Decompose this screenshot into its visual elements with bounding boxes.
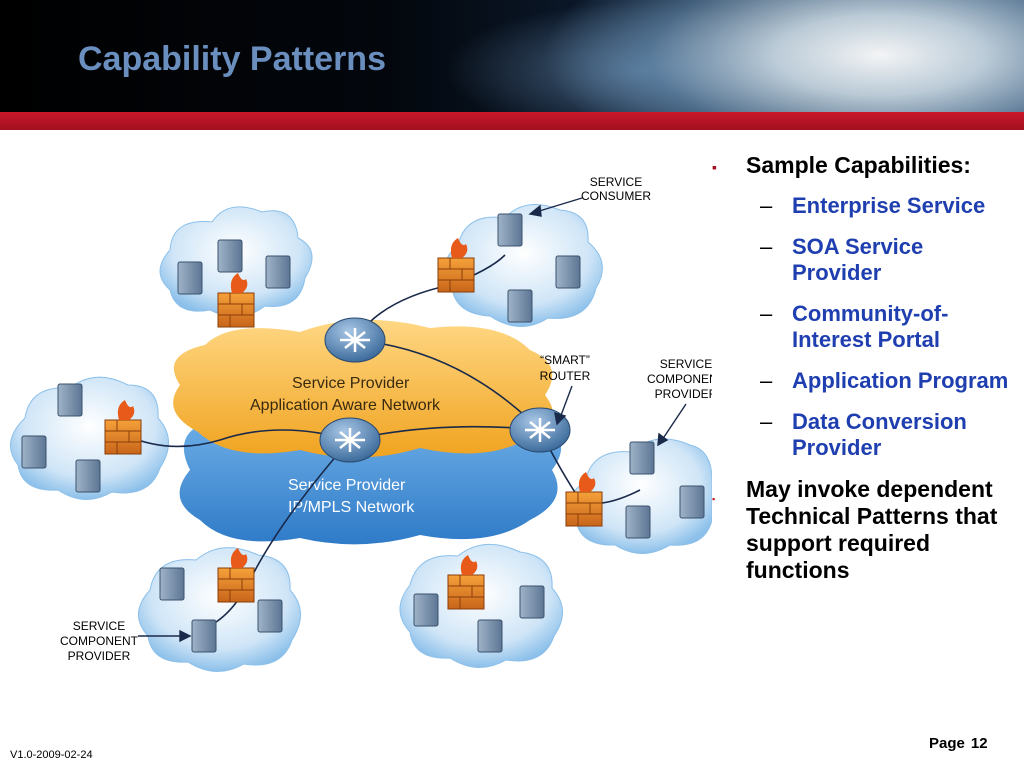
label-smart-router-line1: “SMART”: [540, 353, 590, 367]
server-icon: [57, 383, 83, 417]
server-icon: [519, 585, 545, 619]
server-icon: [191, 619, 217, 653]
label-service-consumer-line2: CONSUMER: [581, 189, 651, 203]
bullet-item: ▪ May invoke dependent Technical Pattern…: [712, 476, 1017, 584]
server-icon: [217, 239, 243, 273]
label-arrows: [138, 197, 687, 643]
orange-cloud-label-line1: Service Provider: [292, 375, 410, 392]
server-icon: [177, 261, 203, 295]
bullet-item: ▪ Sample Capabilities:: [712, 152, 1017, 179]
server-icons: [21, 213, 705, 653]
bullet-text: Sample Capabilities:: [746, 152, 971, 178]
sub-bullet-text: Application Program: [792, 368, 1009, 393]
sub-bullet-item: – Community-of-Interest Portal: [712, 301, 1017, 353]
dash-bullet-icon: –: [760, 368, 773, 393]
bullet-text: May invoke dependent Technical Patterns …: [746, 476, 998, 583]
firewall-icon: [437, 238, 475, 293]
orange-cloud-label-line2: Application Aware Network: [250, 397, 441, 414]
label-provider-right-line1: SERVICE: [660, 357, 712, 371]
server-icon: [75, 459, 101, 493]
server-icon: [159, 567, 185, 601]
server-icon: [555, 255, 581, 289]
firewall-icon: [565, 472, 603, 527]
label-provider-left-line1: SERVICE: [73, 619, 125, 633]
label-provider-left-line2: COMPONENT: [60, 634, 139, 648]
server-icon: [257, 599, 283, 633]
blue-cloud-label-line1: Service Provider: [288, 477, 406, 494]
label-smart-router-line2: ROUTER: [540, 369, 591, 383]
sub-bullet-item: – SOA Service Provider: [712, 234, 1017, 286]
firewall-icon: [217, 273, 255, 328]
sub-bullet-text: Data Conversion Provider: [792, 409, 967, 460]
cloud-top-right: [443, 204, 603, 327]
network-diagram: Service Provider IP/MPLS Network Service…: [10, 175, 712, 672]
server-icon: [507, 289, 533, 323]
sub-bullet-text: SOA Service Provider: [792, 234, 924, 285]
dash-bullet-icon: –: [760, 193, 773, 218]
server-icon: [497, 213, 523, 247]
label-provider-right-line3: PROVIDER: [655, 387, 712, 401]
dash-bullet-icon: –: [760, 301, 773, 326]
firewall-icon: [104, 400, 142, 455]
server-icon: [679, 485, 705, 519]
server-icon: [625, 505, 651, 539]
application-aware-network-cloud: Service Provider Application Aware Netwo…: [173, 319, 554, 458]
server-icon: [477, 619, 503, 653]
dash-bullet-icon: –: [760, 409, 773, 434]
page-label: Page: [929, 735, 965, 752]
smart-router-icon: [509, 407, 571, 453]
sub-bullet-item: – Enterprise Service: [712, 193, 1017, 219]
page-number-value: 12: [970, 735, 988, 752]
sub-bullet-text: Community-of-Interest Portal: [792, 301, 949, 352]
square-bullet-icon: ▪: [712, 159, 717, 175]
label-provider-left-line3: PROVIDER: [68, 649, 131, 663]
router-icon: [324, 317, 386, 363]
firewall-icon: [447, 555, 485, 610]
blue-cloud-label-line2: IP/MPLS Network: [288, 499, 415, 516]
bullet-list: ▪ Sample Capabilities: – Enterprise Serv…: [712, 152, 1017, 598]
server-icon: [265, 255, 291, 289]
header-accent-bar: [0, 112, 1024, 130]
slide-title: Capability Patterns: [78, 40, 386, 78]
sub-bullet-item: – Data Conversion Provider: [712, 409, 1017, 461]
firewall-icon: [217, 548, 255, 603]
label-service-consumer-line1: SERVICE: [590, 175, 642, 189]
version-label: V1.0-2009-02-24: [10, 749, 93, 761]
sub-bullet-text: Enterprise Service: [792, 193, 986, 218]
sub-bullet-item: – Application Program: [712, 368, 1017, 394]
label-provider-right-line2: COMPONENT: [647, 372, 712, 386]
dash-bullet-icon: –: [760, 234, 773, 259]
server-icon: [413, 593, 439, 627]
header-banner: Capability Patterns: [0, 0, 1024, 112]
server-icon: [629, 441, 655, 475]
router-icon: [319, 417, 381, 463]
page-number: Page 12: [929, 735, 994, 752]
server-icon: [21, 435, 47, 469]
square-bullet-icon: ▪: [712, 494, 716, 504]
